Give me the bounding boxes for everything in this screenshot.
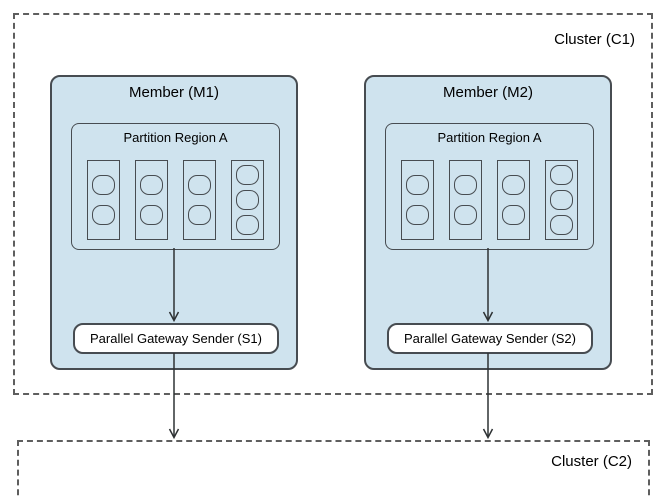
member-m2-bucket-grid	[401, 160, 578, 240]
bucket-entry	[140, 205, 163, 225]
bucket-entry	[236, 190, 259, 210]
member-m2-partition-region-label: Partition Region A	[437, 130, 542, 145]
bucket-entry	[406, 205, 429, 225]
bucket-entry	[550, 215, 573, 235]
cluster-c2-label: Cluster (C2)	[551, 453, 632, 470]
bucket-column	[545, 160, 578, 240]
bucket-entry	[550, 190, 573, 210]
bucket-entry	[454, 175, 477, 195]
member-m1-gateway-sender-label: Parallel Gateway Sender (S1)	[90, 331, 262, 346]
member-m2-gateway-sender-box: Parallel Gateway Sender (S2)	[387, 323, 593, 354]
bucket-entry	[454, 205, 477, 225]
bucket-entry	[188, 205, 211, 225]
member-m2-partition-region: Partition Region A	[385, 123, 594, 250]
member-m1-partition-region-label: Partition Region A	[123, 130, 228, 145]
bucket-entry	[502, 205, 525, 225]
member-m2-gateway-sender-label: Parallel Gateway Sender (S2)	[404, 331, 576, 346]
bucket-column	[183, 160, 216, 240]
member-m1-bucket-grid	[87, 160, 264, 240]
bucket-column	[497, 160, 530, 240]
bucket-entry	[406, 175, 429, 195]
bucket-entry	[140, 175, 163, 195]
member-m2-label: Member (M2)	[442, 84, 533, 101]
bucket-entry	[92, 175, 115, 195]
cluster-c1-box: Cluster (C1)	[13, 13, 653, 395]
member-m1-partition-region: Partition Region A	[71, 123, 280, 250]
bucket-entry	[236, 215, 259, 235]
bucket-entry	[188, 175, 211, 195]
member-m2-box: Member (M2) Partition Region A Parallel …	[364, 75, 612, 370]
member-m1-label: Member (M1)	[128, 84, 219, 101]
member-m1-box: Member (M1) Partition Region A Parallel …	[50, 75, 298, 370]
cluster-c2-box: Cluster (C2)	[17, 440, 650, 498]
bucket-column	[231, 160, 264, 240]
bucket-column	[449, 160, 482, 240]
bucket-entry	[92, 205, 115, 225]
member-m1-gateway-sender-box: Parallel Gateway Sender (S1)	[73, 323, 279, 354]
bucket-column	[87, 160, 120, 240]
cluster-c1-label: Cluster (C1)	[554, 31, 635, 48]
bucket-entry	[236, 165, 259, 185]
bucket-column	[401, 160, 434, 240]
bucket-entry	[502, 175, 525, 195]
bucket-entry	[550, 165, 573, 185]
bucket-column	[135, 160, 168, 240]
